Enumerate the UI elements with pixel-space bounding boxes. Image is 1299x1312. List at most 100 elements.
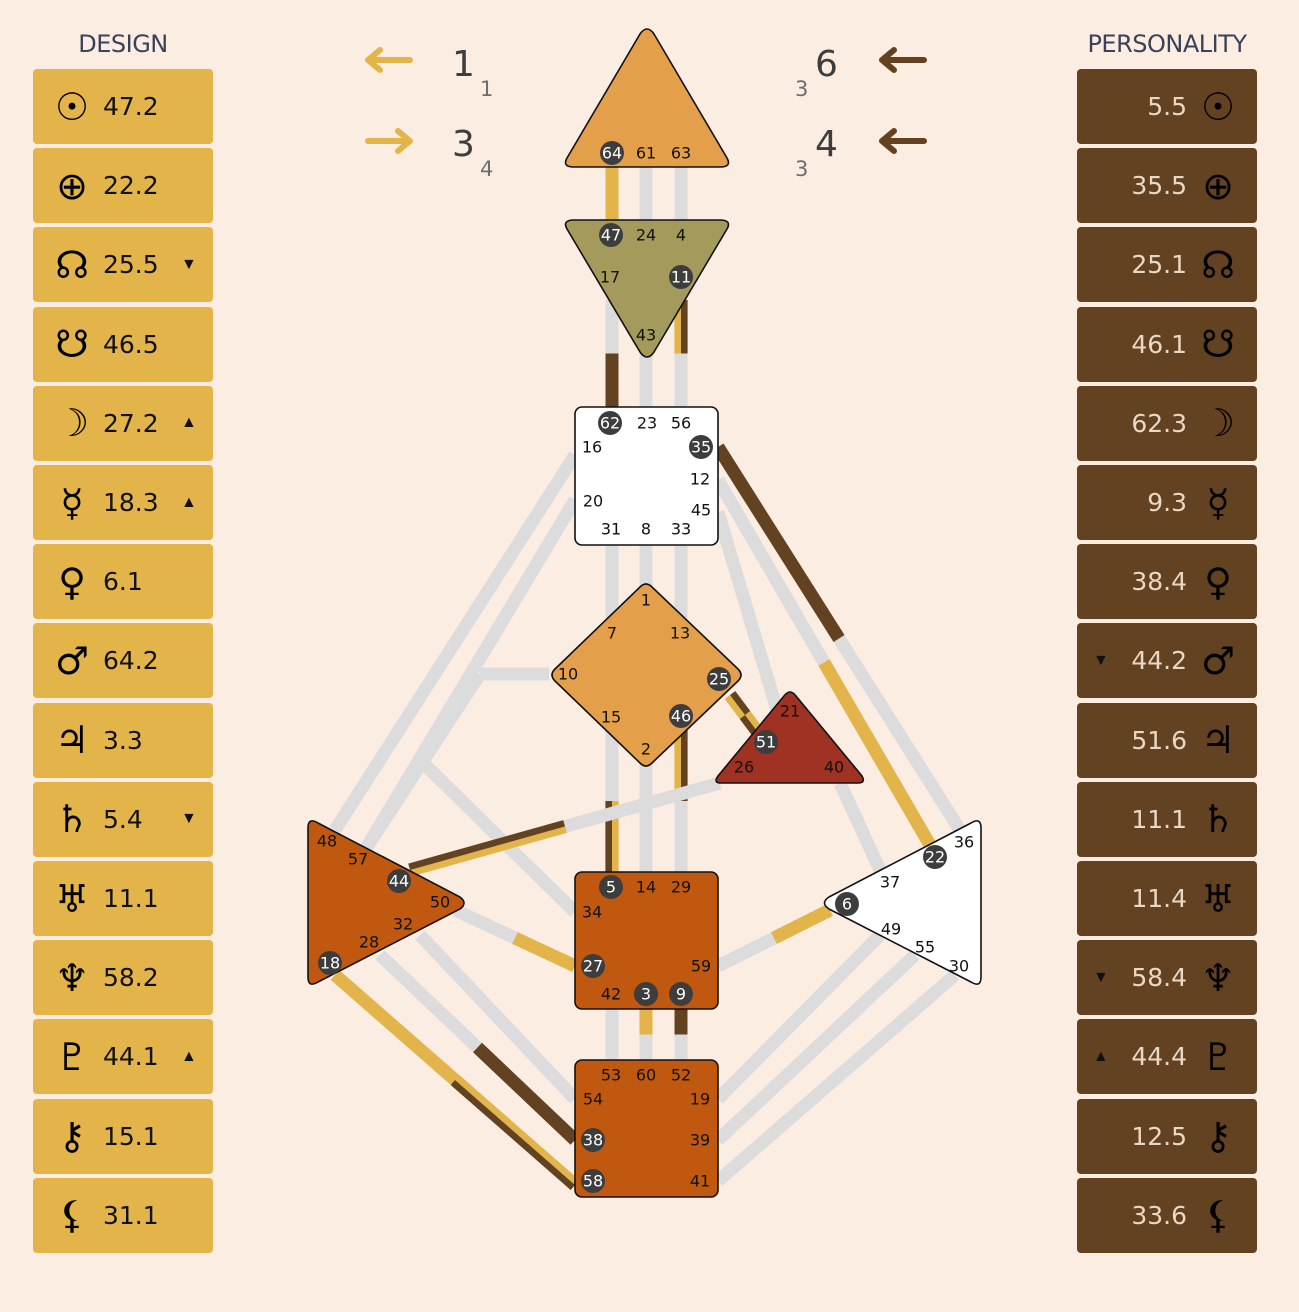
channel-41-30 — [713, 970, 960, 1186]
design-row[interactable]: ☽27.2▲ — [33, 385, 213, 461]
gate-13: 13 — [670, 624, 690, 643]
personality-row[interactable]: 51.6♃ — [1077, 702, 1257, 778]
activation-value: 22.2 — [103, 171, 159, 201]
design-row[interactable]: ♃3.3 — [33, 702, 213, 778]
gate-9: 9 — [676, 985, 686, 1004]
gate-47: 47 — [601, 226, 621, 245]
gate-48: 48 — [317, 832, 337, 851]
channel-16-48 — [329, 451, 581, 834]
design-row[interactable]: ♇44.1▲ — [33, 1019, 213, 1095]
channel-half-25 — [724, 694, 745, 719]
exalted-triangle-up-icon: ▲ — [181, 1047, 197, 1065]
center-ajna — [564, 219, 730, 358]
activation-value: 5.5 — [1147, 92, 1187, 121]
gate-24: 24 — [636, 226, 656, 245]
uranus-icon: ♅ — [54, 876, 90, 921]
channel-26-44 — [408, 776, 722, 877]
center-head — [564, 28, 730, 168]
personality-row[interactable]: 5.5☉ — [1077, 69, 1257, 144]
channel-10-57 — [359, 670, 486, 854]
channel-half-44 — [410, 826, 567, 877]
design-row[interactable]: ♆58.2 — [33, 940, 213, 1016]
saturn-icon: ♄ — [54, 797, 90, 842]
design-row[interactable]: ☉47.2 — [33, 69, 213, 144]
channel-20-57 — [359, 496, 581, 854]
gate-53: 53 — [601, 1066, 621, 1085]
design-row[interactable]: ♄5.4▼ — [33, 781, 213, 857]
design-top-value: 1 — [452, 44, 475, 85]
gate-30: 30 — [949, 957, 969, 976]
design-top-sub: 1 — [480, 77, 494, 101]
mars-icon: ♂ — [54, 638, 90, 683]
gate-41: 41 — [690, 1172, 710, 1191]
venus-icon: ♀ — [1204, 559, 1232, 604]
personality-bottom-value: 4 — [815, 124, 838, 165]
activation-value: 3.3 — [103, 725, 143, 755]
chiron-icon: ⚷ — [58, 1114, 86, 1159]
design-bottom-value: 3 — [452, 124, 475, 165]
activation-value: 25.1 — [1131, 250, 1187, 280]
gate-61: 61 — [636, 144, 656, 163]
design-row[interactable]: ⊕22.2 — [33, 148, 213, 224]
design-row[interactable]: ♂ 64.2 — [33, 623, 213, 699]
gate-43: 43 — [636, 326, 656, 345]
design-row[interactable]: ⚷15.1 — [33, 1098, 213, 1174]
design-row[interactable]: ☋46.5 — [33, 306, 213, 382]
personality-row[interactable]: 38.4♀ — [1077, 544, 1257, 620]
activation-value: 64.2 — [103, 646, 159, 676]
detriment-triangle-down-icon: ▼ — [181, 255, 197, 273]
saturn-icon: ♄ — [1200, 797, 1236, 842]
activation-value: 9.3 — [1147, 488, 1187, 517]
personality-row[interactable]: 44.2♂▼ — [1077, 623, 1257, 699]
gate-29: 29 — [671, 878, 691, 897]
channel-40-37 — [834, 780, 886, 873]
gate-14: 14 — [636, 878, 656, 897]
personality-row[interactable]: 9.3☿ — [1077, 465, 1257, 540]
personality-row[interactable]: 35.5⊕ — [1077, 148, 1257, 224]
gate-60: 60 — [636, 1066, 656, 1085]
channel-35-36 — [712, 443, 966, 834]
personality-bottom-arrow-left-icon — [879, 128, 927, 154]
active-gate-marker — [669, 982, 693, 1006]
personality-row[interactable]: 25.1☊ — [1077, 227, 1257, 303]
personality-row[interactable]: 46.1☋ — [1077, 306, 1257, 382]
venus-icon: ♀ — [58, 559, 86, 604]
moon-icon: ☽ — [54, 401, 90, 446]
personality-row[interactable]: 12.5⚷ — [1077, 1098, 1257, 1174]
activation-value: 58.4 — [1131, 963, 1187, 993]
personality-top-sub: 3 — [795, 77, 809, 101]
active-gate-marker — [754, 730, 778, 754]
design-row[interactable]: ☿18.3▲ — [33, 465, 213, 540]
gate-62: 62 — [600, 414, 620, 433]
mars-icon: ♂ — [1200, 638, 1236, 683]
channel-half-51 — [739, 714, 760, 739]
gate-39: 39 — [690, 1131, 710, 1150]
personality-row[interactable]: 11.1♄ — [1077, 781, 1257, 857]
design-row[interactable]: ♅11.1 — [33, 861, 213, 936]
gate-7: 7 — [607, 624, 617, 643]
detriment-triangle-down-icon: ▼ — [181, 810, 197, 828]
personality-row[interactable]: 62.3☽ — [1077, 385, 1257, 461]
gate-46: 46 — [671, 707, 691, 726]
sun-icon: ☉ — [54, 84, 90, 129]
uranus-icon: ♅ — [1200, 876, 1236, 921]
design-row[interactable]: ☊25.5▼ — [33, 227, 213, 303]
channel-10-34 — [415, 755, 580, 917]
design-row[interactable]: ♀6.1 — [33, 544, 213, 620]
activation-value: 46.1 — [1131, 329, 1187, 359]
active-gate-marker — [581, 1128, 605, 1152]
gate-49: 49 — [881, 920, 901, 939]
activation-value: 11.4 — [1131, 884, 1187, 913]
design-row[interactable]: ⚸31.1 — [33, 1177, 213, 1253]
gate-63: 63 — [671, 144, 691, 163]
personality-row[interactable]: 11.4 ♅ — [1077, 861, 1257, 936]
personality-row[interactable]: 33.6⚸ — [1077, 1177, 1257, 1253]
gate-32: 32 — [393, 915, 413, 934]
north-node-icon: ☊ — [55, 242, 89, 287]
chiron-icon: ⚷ — [1204, 1114, 1232, 1159]
gate-16: 16 — [582, 438, 602, 457]
personality-row[interactable]: 58.4♆▼ — [1077, 940, 1257, 1016]
channel-25-51 — [724, 691, 766, 739]
active-gate-marker — [689, 435, 713, 459]
personality-row[interactable]: 44.4♇▲ — [1077, 1019, 1257, 1095]
